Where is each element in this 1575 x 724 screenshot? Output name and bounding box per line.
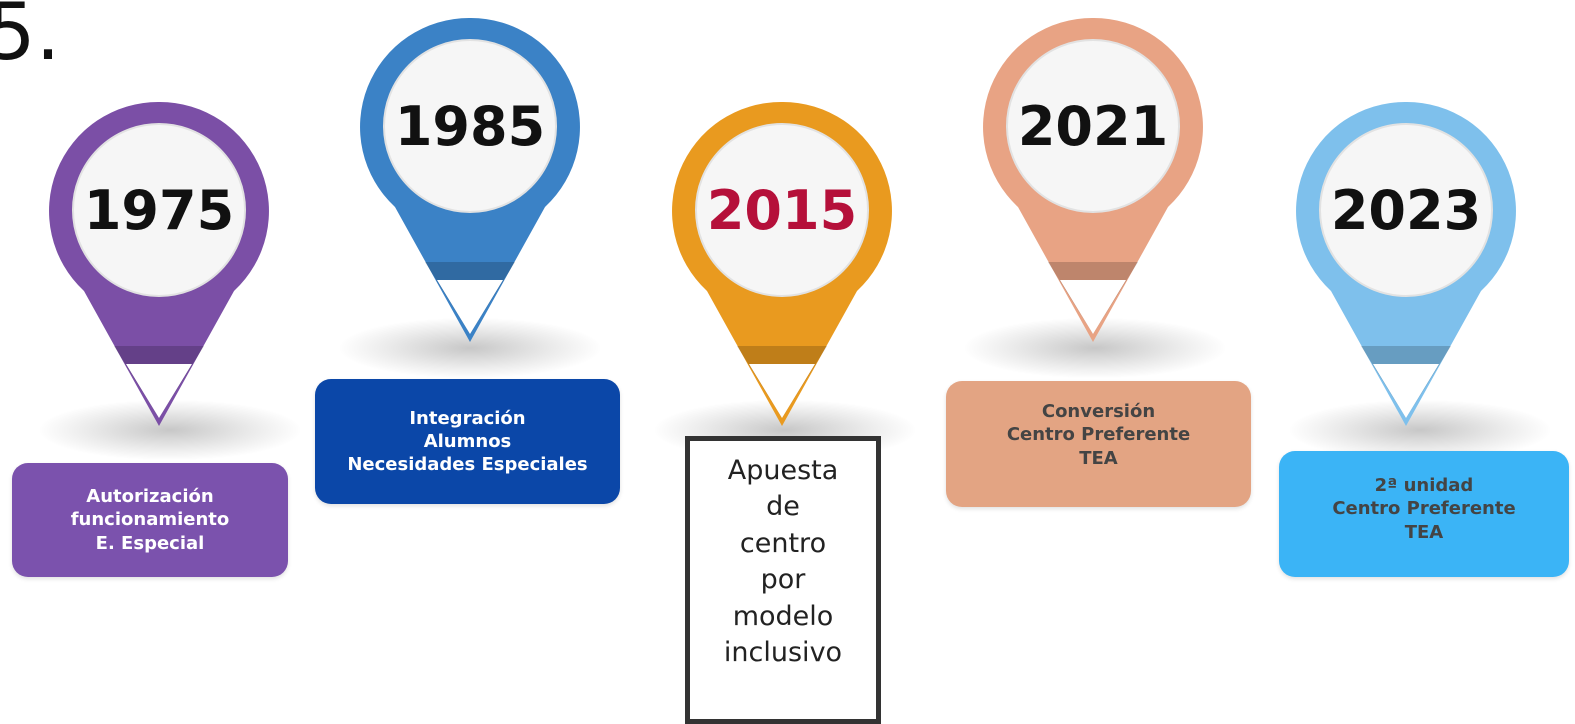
title-fragment: 5. (0, 0, 61, 78)
milestone-label-1985: Integración Alumnos Necesidades Especial… (315, 379, 620, 504)
pin-1985: 1985 (355, 12, 585, 352)
pin-2021: 2021 (978, 12, 1208, 352)
year-label: 1975 (84, 179, 234, 242)
year-label: 2023 (1331, 179, 1481, 242)
pin-shadow (1290, 400, 1550, 460)
milestone-label-2021: Conversión Centro Preferente TEA (946, 381, 1251, 507)
pin-2015: 2015 (667, 96, 897, 436)
year-label: 2015 (707, 179, 857, 242)
year-label: 1985 (395, 95, 545, 158)
pin-1975: 1975 (44, 96, 274, 436)
pin-2023: 2023 (1291, 96, 1521, 436)
pin-shadow (40, 400, 300, 460)
year-label: 2021 (1018, 95, 1168, 158)
milestone-label-2023: 2ª unidad Centro Preferente TEA (1279, 451, 1569, 577)
milestone-label-1975: Autorización funcionamiento E. Especial (12, 463, 288, 577)
milestone-label-2015: Apuesta de centro por modelo inclusivo (685, 436, 881, 724)
